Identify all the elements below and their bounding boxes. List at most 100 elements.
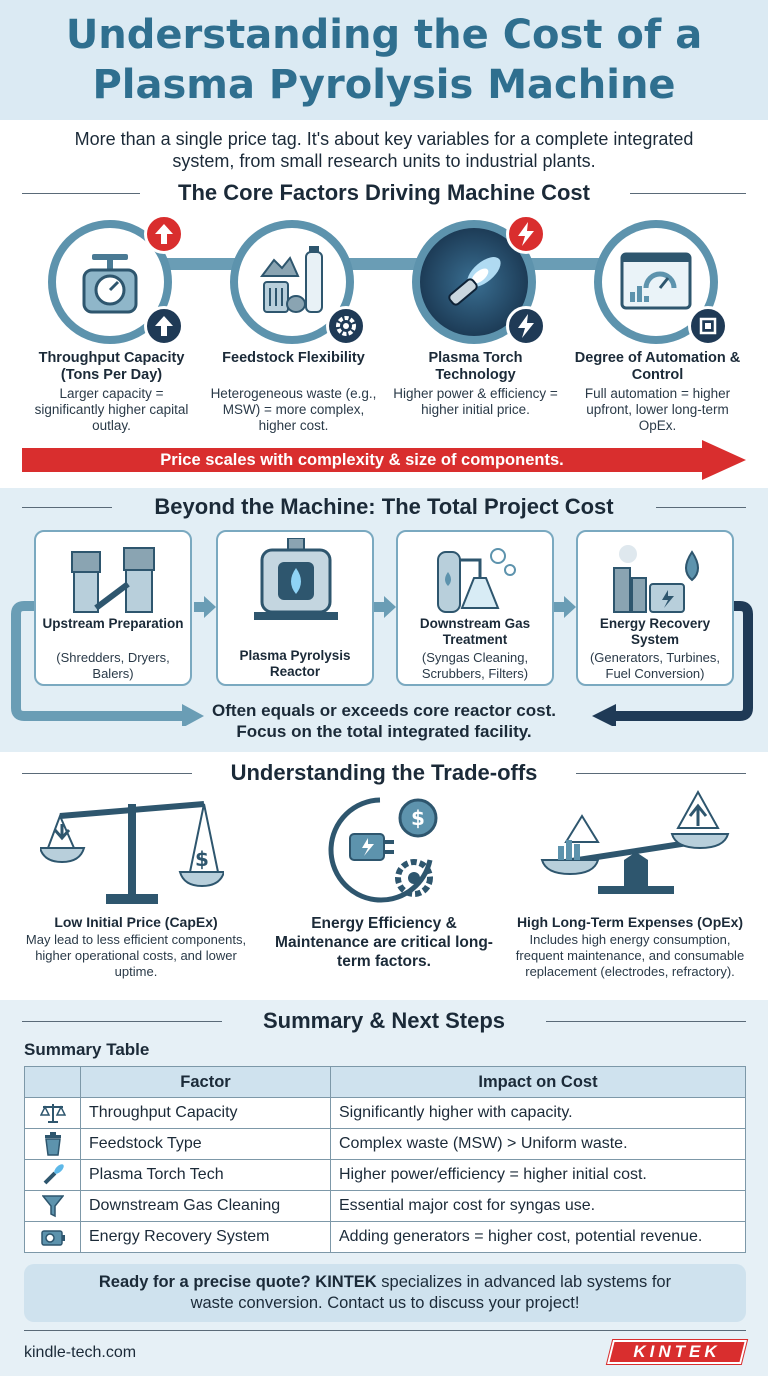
table-header-icon [24, 1066, 81, 1098]
total-cost-note: Often equals or exceeds core reactor cos… [170, 700, 598, 742]
stage-reactor: Plasma Pyrolysis Reactor [216, 530, 374, 686]
lightning-icon [518, 314, 534, 338]
table-row: Throughput Capacity Significantly higher… [24, 1097, 746, 1129]
factor-label: Throughput Capacity (Tons Per Day) [38, 350, 185, 383]
note-line: Often equals or exceeds core reactor cos… [212, 701, 556, 720]
table-row: Downstream Gas Cleaning Essential major … [24, 1190, 746, 1222]
lightning-red-badge [506, 214, 546, 254]
summary-heading-text: Summary & Next Steps [262, 1008, 506, 1033]
footer-url[interactable]: kindle-tech.com [24, 1344, 137, 1361]
cta-brand: KINTEK [315, 1273, 377, 1291]
table-cell-impact: Higher power/efficiency = higher initial… [330, 1159, 746, 1191]
feedstock-circle [230, 220, 354, 344]
beyond-section-heading: Beyond the Machine: The Total Project Co… [22, 492, 746, 522]
tradeoffs-section-heading: Understanding the Trade-offs [22, 758, 746, 788]
stage-energy: Energy Recovery System (Generators, Turb… [576, 530, 734, 686]
tradeoffs-heading-text: Understanding the Trade-offs [230, 760, 538, 785]
table-cell-factor: Feedstock Type [80, 1128, 331, 1160]
tradeoff-desc: May lead to less efficient components, h… [25, 932, 247, 979]
waste-icon [260, 246, 323, 313]
summary-table-title: Summary Table [24, 1040, 150, 1059]
scale-icon [82, 254, 138, 314]
factor-label: Plasma Torch Technology [428, 350, 523, 383]
note-line: Focus on the total integrated facility. [236, 722, 532, 741]
table-cell-icon [24, 1159, 81, 1191]
flow-arrow-icon [554, 596, 576, 618]
lightning-navy-badge [506, 306, 546, 346]
table-cell-icon [24, 1128, 81, 1160]
factor-desc: Larger capacity = significantly higher c… [34, 386, 189, 433]
table-cell-impact: Essential major cost for syngas use. [330, 1190, 746, 1222]
arrow-up-navy-badge [144, 306, 184, 346]
gas-treatment-icon [437, 548, 516, 613]
loop-arrow-left [11, 601, 204, 726]
tradeoff-label: Energy Efficiency & Maintenance are crit… [275, 915, 493, 970]
factor-label: Feedstock Flexibility [222, 350, 365, 366]
price-scale-text: Price scales with complexity & size of c… [160, 451, 564, 469]
lightning-icon [518, 222, 534, 246]
kintek-logo: KINTEK [605, 1339, 749, 1365]
chip-icon [699, 317, 717, 335]
reactor-icon [254, 538, 338, 620]
energy-plant-icon [613, 545, 699, 613]
scale-icon [39, 1104, 66, 1123]
arrow-up-icon [155, 224, 173, 244]
page-title: Understanding the Cost of a Plasma Pyrol… [0, 10, 768, 110]
table-cell-impact: Adding generators = higher cost, potenti… [330, 1221, 746, 1253]
logo-text: KINTEK [633, 1342, 721, 1361]
factor-desc: Full automation = higher upfront, lower … [584, 386, 731, 433]
cta-text: Ready for a precise quote? KINTEK specia… [34, 1272, 736, 1314]
generator-icon [40, 1230, 65, 1246]
gear-badge [326, 306, 366, 346]
table-cell-impact: Complex waste (MSW) > Uniform waste. [330, 1128, 746, 1160]
gear-icon [336, 316, 356, 336]
trash-icon [44, 1132, 61, 1156]
table-header-row: Factor Impact on Cost [24, 1066, 746, 1098]
core-heading-text: The Core Factors Driving Machine Cost [178, 180, 590, 205]
funnel-icon [41, 1195, 64, 1218]
cta-banner: Ready for a precise quote? KINTEK specia… [24, 1264, 746, 1322]
table-cell-icon [24, 1097, 81, 1129]
stage-downstream: Downstream Gas Treatment (Syngas Cleanin… [396, 530, 554, 686]
summary-section-heading: Summary & Next Steps [22, 1006, 746, 1036]
svg-text:$: $ [195, 847, 209, 871]
cta-line2: waste conversion. Contact us to discuss … [190, 1294, 580, 1312]
factor-label: Degree of Automation & Control [574, 350, 741, 383]
stage-label: Energy Recovery System [599, 616, 711, 647]
table-row: Feedstock Type Complex waste (MSW) > Uni… [24, 1128, 746, 1160]
table-header-factor: Factor [80, 1066, 331, 1098]
table-cell-icon [24, 1190, 81, 1222]
torch-icon [43, 1164, 64, 1185]
loop-arrow-right [592, 601, 753, 726]
svg-text:$: $ [411, 806, 425, 830]
shredder-icon [71, 547, 155, 613]
footer-divider [24, 1330, 746, 1331]
scale-tilted-icon: $ [40, 801, 224, 904]
stage-desc: (Syngas Cleaning, Scrubbers, Filters) [421, 650, 529, 681]
table-row: Plasma Torch Tech Higher power/efficienc… [24, 1159, 746, 1191]
price-scale-arrow [22, 440, 746, 480]
table-header-impact: Impact on Cost [330, 1066, 746, 1098]
flow-arrow-icon [194, 596, 216, 618]
stage-upstream: Upstream Preparation (Shredders, Dryers,… [34, 530, 192, 686]
stage-desc: (Generators, Turbines, Fuel Conversion) [589, 650, 721, 681]
tradeoff-label: High Long-Term Expenses (OpEx) [516, 914, 744, 930]
factor-desc: Heterogeneous waste (e.g., MSW) = more c… [210, 386, 377, 433]
stage-desc: (Shredders, Dryers, Balers) [56, 650, 170, 681]
flow-arrow-icon [374, 596, 396, 618]
tradeoff-desc: Includes high energy consumption, freque… [515, 932, 745, 979]
tradeoff-label: Low Initial Price (CapEx) [54, 914, 218, 930]
torch-icon [448, 257, 501, 306]
summary-table: Factor Impact on Cost Throughput Capacit… [24, 1066, 746, 1253]
table-cell-impact: Significantly higher with capacity. [330, 1097, 746, 1129]
beyond-heading-text: Beyond the Machine: The Total Project Co… [154, 494, 614, 519]
stage-label: Upstream Preparation [42, 616, 184, 631]
dashboard-icon [620, 252, 692, 310]
table-row: Energy Recovery System Adding generators… [24, 1221, 746, 1253]
core-connector-bar [90, 258, 680, 270]
chip-badge [688, 306, 728, 346]
page-title-line2: Plasma Pyrolysis Machine [92, 62, 676, 108]
table-cell-factor: Throughput Capacity [80, 1097, 331, 1129]
stage-label: Downstream Gas Treatment [419, 616, 531, 647]
arrow-up-icon [155, 316, 173, 336]
